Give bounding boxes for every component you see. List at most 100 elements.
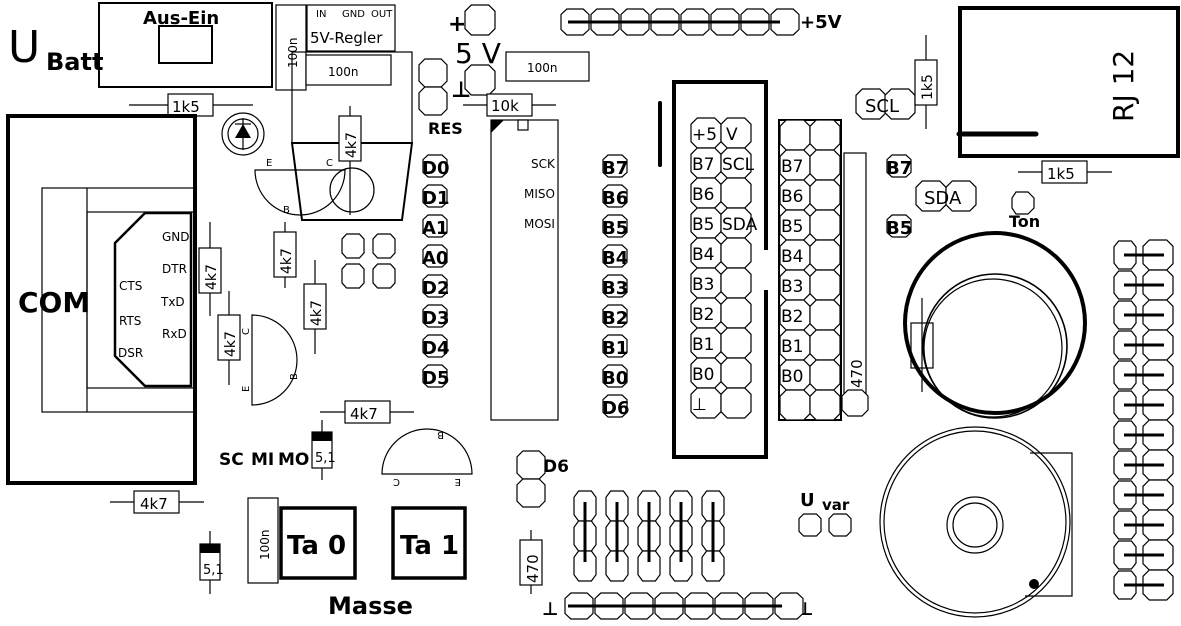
mcu-pin-b2[interactable] (602, 304, 628, 328)
led-pad-right[interactable] (809, 119, 841, 151)
svg-text:4k7: 4k7 (279, 248, 295, 274)
button-ta0[interactable]: Ta 0 (279, 506, 357, 580)
grid-pad[interactable] (669, 550, 693, 582)
resistor-4k7-reg: 4k7 (338, 106, 362, 215)
sda-pad-a[interactable] (915, 180, 947, 212)
jumper-pad[interactable] (372, 233, 396, 259)
led-pad-right[interactable] (809, 209, 841, 241)
mcu-pin-d4[interactable] (422, 334, 448, 358)
scl-pad-b[interactable] (884, 88, 916, 120)
resistor-470-bottom: 470 (519, 530, 543, 594)
uvar-pads[interactable]: U var (798, 490, 852, 537)
led-resistor-label: 470 (848, 359, 866, 388)
led-pad-right[interactable] (809, 389, 841, 421)
mcu-pin-b1[interactable] (602, 334, 628, 358)
uvar-pad-b[interactable] (828, 513, 852, 537)
led-pad-right[interactable] (809, 179, 841, 211)
right-pin-header[interactable] (1113, 239, 1174, 601)
mcu-pin-label: B7 (602, 158, 628, 179)
header-pad-right[interactable] (720, 327, 752, 359)
reset-pad-b[interactable] (418, 86, 448, 116)
mcu-pin-b6[interactable] (602, 184, 628, 208)
led-pad-right[interactable] (809, 149, 841, 181)
svg-text:RxD: RxD (162, 327, 187, 341)
mcu-pin-d0[interactable] (422, 154, 448, 178)
sda-pad-b[interactable] (945, 180, 977, 212)
rail-pad[interactable] (774, 592, 804, 620)
pin-b: B (283, 205, 290, 216)
mcu-pin-b7[interactable] (602, 154, 628, 178)
d6-pad-b[interactable] (516, 478, 546, 508)
led-pad-right[interactable] (809, 269, 841, 301)
grid-pad[interactable] (605, 550, 629, 582)
led-pad-left[interactable] (779, 389, 811, 421)
com-connector[interactable]: COM CTS RTS DSR GND DTR TxD RxD (6, 114, 197, 485)
mcu-pin-b4[interactable] (602, 244, 628, 268)
mcu-pin-a0[interactable] (422, 244, 448, 268)
svg-text:5,1: 5,1 (203, 563, 224, 578)
header-pad-left[interactable] (690, 387, 722, 419)
svg-text:470: 470 (524, 554, 542, 583)
potentiometer[interactable] (903, 231, 1087, 419)
b5-pad[interactable] (886, 214, 912, 238)
header-pad-right[interactable] (720, 177, 752, 209)
scl-pad-a[interactable] (855, 88, 887, 120)
mcu-pin-d2[interactable] (422, 274, 448, 298)
tone-pad[interactable]: Ton (1009, 191, 1040, 231)
led-pad-right[interactable] (809, 329, 841, 361)
rail-pad[interactable] (770, 8, 800, 36)
led-pad-right[interactable] (809, 239, 841, 271)
mcu-pin-d1[interactable] (422, 184, 448, 208)
led-label: B1 (781, 337, 803, 357)
svg-text:4k7: 4k7 (140, 495, 168, 513)
header-pad-right[interactable] (720, 237, 752, 269)
header-pad-right[interactable] (720, 267, 752, 299)
battery-label: U Batt (8, 22, 103, 76)
grid-pad[interactable] (573, 550, 597, 582)
led-pad-right[interactable] (809, 299, 841, 331)
jumper-pad[interactable] (341, 233, 365, 259)
reset-pad-a[interactable] (418, 58, 448, 88)
svg-text:B: B (289, 373, 300, 380)
header-pad-right[interactable] (720, 357, 752, 389)
reg-pin-out: OUT (371, 9, 393, 20)
header-pad-right[interactable] (720, 387, 752, 419)
button-ta1[interactable]: Ta 1 (391, 506, 467, 580)
resistor-4k7-c: 4k7 (217, 291, 241, 385)
mcu-pin-b5[interactable] (602, 214, 628, 238)
plus-pad[interactable] (464, 4, 496, 36)
d6-pad-a[interactable] (516, 450, 546, 480)
rj12-connector[interactable]: RJ 12 (956, 6, 1180, 158)
jumper-grid[interactable] (573, 490, 725, 582)
led-pad-right[interactable] (809, 359, 841, 391)
mcu-pin-d5[interactable] (422, 364, 448, 388)
power-switch[interactable]: Aus-Ein (98, 2, 273, 88)
uvar-pad-a[interactable] (798, 513, 822, 537)
jumper-pad[interactable] (341, 263, 365, 289)
mcu-pin-d3[interactable] (422, 304, 448, 328)
ground-pad[interactable] (464, 64, 496, 96)
d6-jumper[interactable]: D6 (516, 450, 569, 508)
b7-pad[interactable] (886, 154, 912, 178)
grid-pad[interactable] (701, 550, 725, 582)
mcu-pin-b3[interactable] (602, 274, 628, 298)
header-pad-right[interactable] (720, 297, 752, 329)
mcu-pin-a1[interactable] (422, 214, 448, 238)
jumper-pads[interactable] (341, 233, 396, 289)
header-label-left: B4 (692, 245, 714, 265)
jumper-pad[interactable] (372, 263, 396, 289)
led-pad-left[interactable] (779, 119, 811, 151)
mcu-pin-b0[interactable] (602, 364, 628, 388)
supply-pads[interactable]: + 5 V ⊥ (418, 4, 501, 116)
svg-text:4k7: 4k7 (309, 300, 325, 326)
resistor-4k7-d: 4k7 (303, 260, 327, 354)
svg-text:DSR: DSR (118, 346, 143, 360)
grid-pad[interactable] (637, 550, 661, 582)
mcu-pin-d6[interactable] (602, 394, 628, 418)
isp-pads[interactable]: SC MI MO (219, 450, 309, 470)
